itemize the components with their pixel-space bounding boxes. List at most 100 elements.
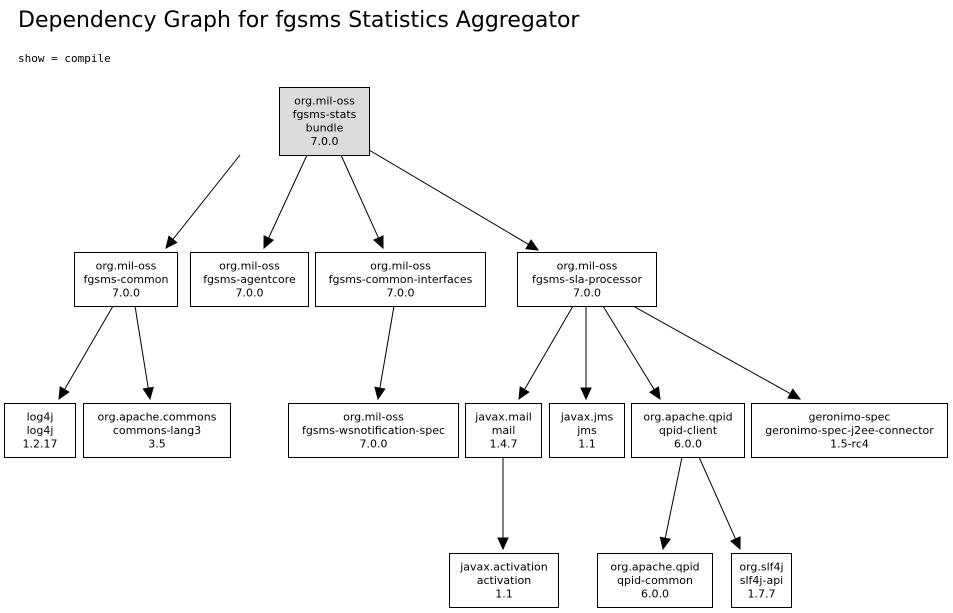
node-label-line: org.mil-oss (343, 410, 404, 423)
node-label-line: fgsms-wsnotification-spec (302, 424, 445, 437)
node-label-line: 6.0.0 (674, 437, 702, 450)
node-label-line: 1.4.7 (490, 437, 518, 450)
edge-line (632, 305, 791, 395)
node-box (449, 553, 559, 608)
arrowhead-icon (58, 386, 70, 401)
node-label-line: 1.1 (578, 437, 596, 450)
node-label-line: org.mil-oss (219, 259, 280, 272)
node-box (751, 403, 948, 458)
node-box (315, 252, 486, 307)
edge-line (698, 456, 736, 540)
node-label-line: org.apache.commons (98, 410, 217, 423)
node-box (279, 87, 370, 156)
node-label-line: 7.0.0 (311, 135, 339, 148)
node-box (83, 403, 231, 458)
node-label-line: 7.0.0 (387, 286, 415, 299)
edge-stats-bundle-to-common (165, 154, 241, 249)
node-label-line: javax.activation (459, 560, 548, 573)
node-box (4, 403, 76, 458)
node-label-line: commons-lang3 (113, 424, 201, 437)
arrowhead-icon (730, 536, 741, 551)
arrowhead-icon (142, 386, 154, 401)
node-label-line: jms (576, 424, 597, 437)
node-label-line: fgsms-common (84, 273, 169, 286)
edge-line (524, 305, 574, 390)
arrowhead-icon (787, 388, 802, 400)
node-box (731, 553, 792, 608)
node-box (597, 553, 713, 608)
node-label-line: fgsms-sla-processor (532, 273, 642, 286)
edge-sla-processor-to-j2ee-connector (632, 305, 802, 400)
node-wsnotification: org.mil-ossfgsms-wsnotification-spec7.0.… (288, 403, 459, 458)
node-label-line: 7.0.0 (112, 286, 140, 299)
node-j2ee-connector: geronimo-specgeronimo-spec-j2ee-connecto… (751, 403, 948, 458)
edge-common-to-commons-lang3 (134, 305, 154, 401)
node-box (190, 252, 309, 307)
edge-line (664, 456, 683, 539)
node-label-line: org.mil-oss (96, 259, 157, 272)
edge-line (368, 149, 529, 245)
edge-stats-bundle-to-sla-processor (368, 149, 540, 251)
edge-qpid-client-to-slf4j-api (698, 456, 741, 551)
node-label-line: geronimo-spec (809, 410, 891, 423)
node-label-line: org.apache.qpid (643, 410, 732, 423)
edge-line (340, 154, 379, 239)
edge-qpid-client-to-qpid-common (659, 456, 683, 551)
node-label-line: 7.0.0 (360, 437, 388, 450)
node-label-line: javax.jms (560, 410, 614, 423)
edge-line (602, 305, 655, 390)
node-label-line: 7.0.0 (573, 286, 601, 299)
node-label-line: qpid-client (659, 424, 718, 437)
node-box (74, 252, 178, 307)
node-label-line: geronimo-spec-j2ee-connector (765, 424, 934, 437)
edge-sla-processor-to-qpid-client (602, 305, 661, 401)
node-label-line: org.mil-oss (294, 95, 355, 108)
node-label-line: activation (477, 574, 532, 587)
node-label-line: fgsms-agentcore (203, 273, 296, 286)
edge-sla-processor-to-jms (580, 306, 592, 401)
arrowhead-icon (518, 386, 530, 401)
node-label-line: qpid-common (617, 574, 693, 587)
node-label-line: log4j (27, 424, 54, 437)
edge-mail-to-activation (497, 457, 509, 551)
node-label-line: 6.0.0 (641, 587, 669, 600)
node-label-line: fgsms-stats (293, 108, 357, 121)
node-box (465, 403, 542, 458)
node-label-line: bundle (306, 122, 344, 135)
edge-line (64, 305, 114, 390)
node-label-line: org.mil-oss (557, 259, 618, 272)
arrowhead-icon (165, 235, 178, 249)
node-label-line: 1.5-rc4 (830, 437, 869, 450)
edge-common-to-log4j (58, 305, 114, 401)
node-label-line: mail (492, 424, 516, 437)
node-label-line: 7.0.0 (236, 286, 264, 299)
edge-stats-bundle-to-agentcore (263, 154, 308, 250)
node-box (549, 403, 625, 458)
node-label-line: 1.1 (495, 587, 513, 600)
edge-line (379, 305, 395, 389)
node-box (517, 252, 657, 307)
node-label-line: javax.mail (474, 410, 532, 423)
arrowhead-icon (580, 387, 592, 401)
page-title: Dependency Graph for fgsms Statistics Ag… (18, 8, 580, 33)
node-label-line: fgsms-common-interfaces (329, 273, 473, 286)
node-label-line: 1.7.7 (748, 587, 776, 600)
node-label-line: org.apache.qpid (610, 560, 699, 573)
node-label-line: log4j (27, 410, 54, 423)
node-box (631, 403, 745, 458)
edge-common-interfaces-to-wsnotification (374, 305, 395, 401)
node-label-line: 1.2.17 (23, 437, 58, 450)
node-label-line: slf4j-api (740, 574, 783, 587)
arrowhead-icon (659, 536, 671, 551)
arrowhead-icon (497, 537, 509, 551)
arrowhead-icon (649, 386, 661, 401)
